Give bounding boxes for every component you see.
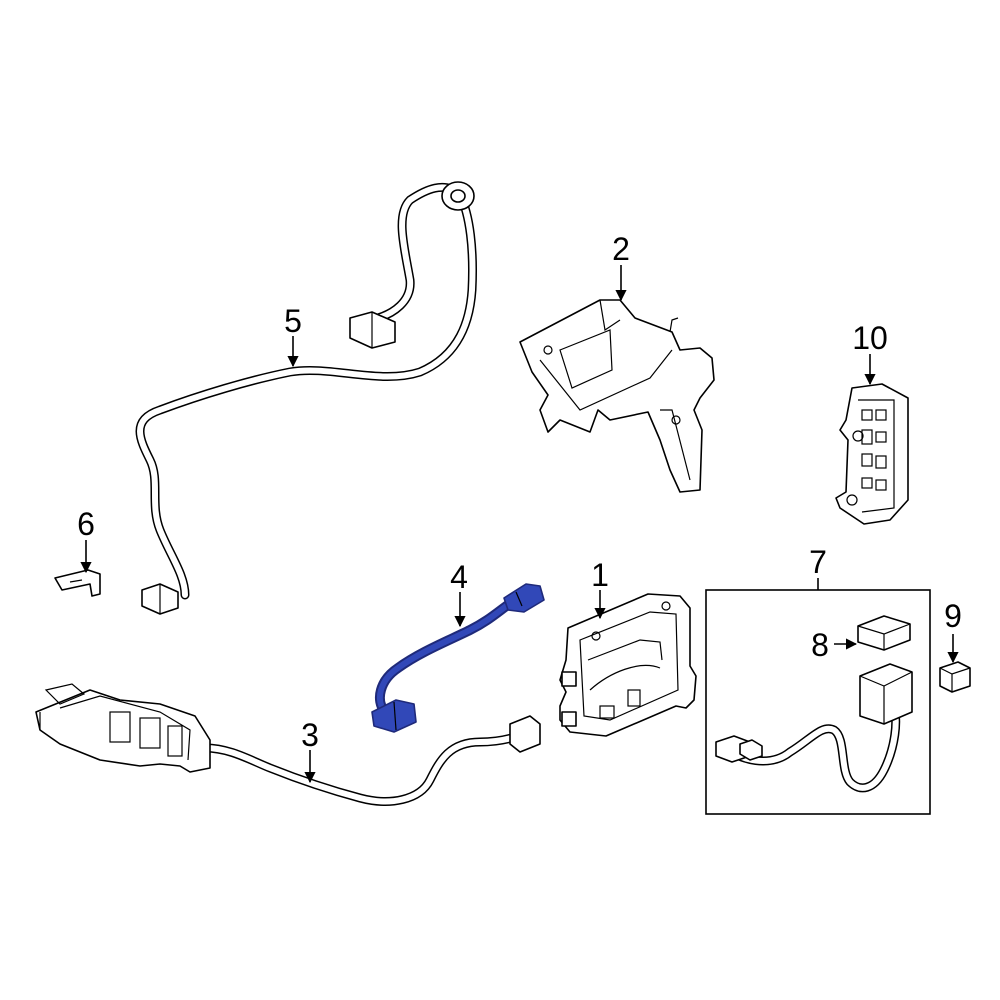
part-3-actuator-cable[interactable] — [35, 683, 541, 806]
callout-6: 6 — [77, 506, 95, 542]
part-2-mounting-bracket[interactable] — [519, 299, 715, 493]
part-7-group[interactable] — [705, 589, 931, 815]
callout-1: 1 — [591, 557, 609, 593]
part-5-wiring-harness[interactable] — [135, 181, 477, 615]
callout-5: 5 — [284, 303, 302, 339]
part-6-bracket[interactable] — [54, 569, 101, 597]
callout-8: 8 — [811, 627, 829, 663]
callout-10: 10 — [852, 320, 888, 356]
part-10-relay-box[interactable] — [835, 383, 909, 525]
callout-9: 9 — [944, 598, 962, 634]
callout-3: 3 — [301, 717, 319, 753]
connector-icon — [503, 583, 545, 613]
part-1-control-module[interactable] — [559, 593, 697, 737]
callout-7: 7 — [809, 544, 827, 580]
leader-lines — [80, 265, 959, 784]
connector-icon — [509, 715, 541, 753]
callout-labels: 1 2 3 4 5 6 7 8 9 10 — [77, 231, 962, 753]
part-4-jumper-harness[interactable] — [371, 583, 545, 733]
connector-icon — [371, 699, 417, 733]
callout-4: 4 — [450, 559, 468, 595]
part-9-relay[interactable] — [939, 661, 971, 693]
callout-2: 2 — [612, 231, 630, 267]
part-8-relay[interactable] — [857, 615, 911, 651]
